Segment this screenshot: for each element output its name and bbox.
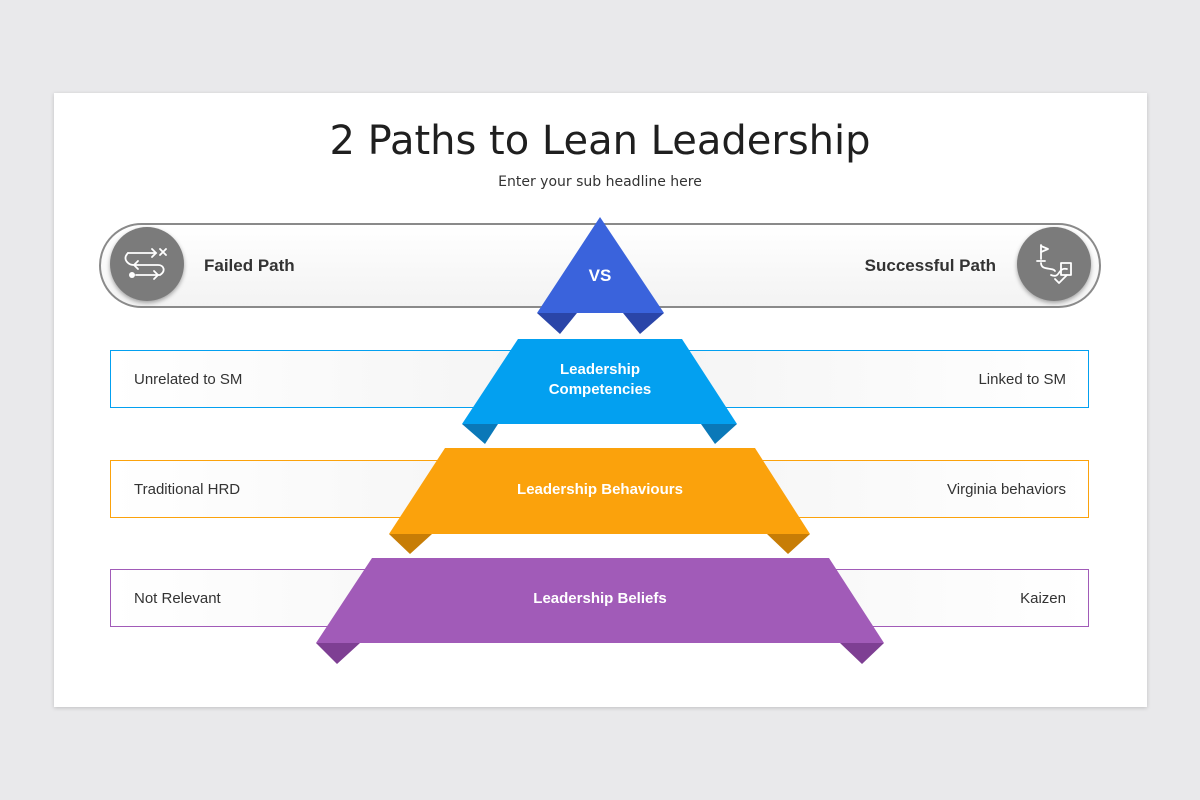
behaviours-label: Leadership Behaviours [517, 481, 683, 498]
successful-path-badge [1017, 227, 1091, 301]
successful-path-label: Successful Path [864, 256, 996, 275]
failed-path-label: Failed Path [204, 256, 295, 275]
behaviours-fold-left [389, 534, 432, 554]
competencies-label-text: Leadership Competencies [548, 361, 652, 398]
vs-fold-right [623, 313, 664, 334]
competencies-fold-left [462, 424, 498, 444]
competencies-successful-text: Linked to SM [978, 371, 1066, 388]
failed-path-badge [110, 227, 184, 301]
behaviours-segment [389, 448, 810, 534]
beliefs-segment [316, 558, 884, 643]
behaviours-successful-text: Virginia behaviors [947, 481, 1066, 498]
competencies-fold-right [701, 424, 737, 444]
route-fail-icon [124, 248, 167, 280]
competencies-label: Leadership Competencies [0, 360, 1200, 400]
vs-label: VS [588, 266, 612, 285]
behaviours-fold-right [767, 534, 810, 554]
beliefs-failed-text: Not Relevant [134, 590, 221, 607]
page-title: 2 Paths to Lean Leadership [329, 118, 871, 164]
vs-fold-left [537, 313, 577, 334]
page-subtitle: Enter your sub headline here [498, 174, 702, 190]
beliefs-successful-text: Kaizen [1020, 590, 1066, 607]
competencies-failed-text: Unrelated to SM [134, 371, 243, 388]
beliefs-fold-right [840, 643, 884, 664]
vs-triangle [537, 217, 664, 313]
beliefs-fold-left [316, 643, 360, 664]
behaviours-failed-text: Traditional HRD [134, 481, 241, 498]
beliefs-label: Leadership Beliefs [533, 590, 667, 607]
flag-path-success-icon [1036, 244, 1072, 284]
competencies-segment [462, 339, 737, 424]
